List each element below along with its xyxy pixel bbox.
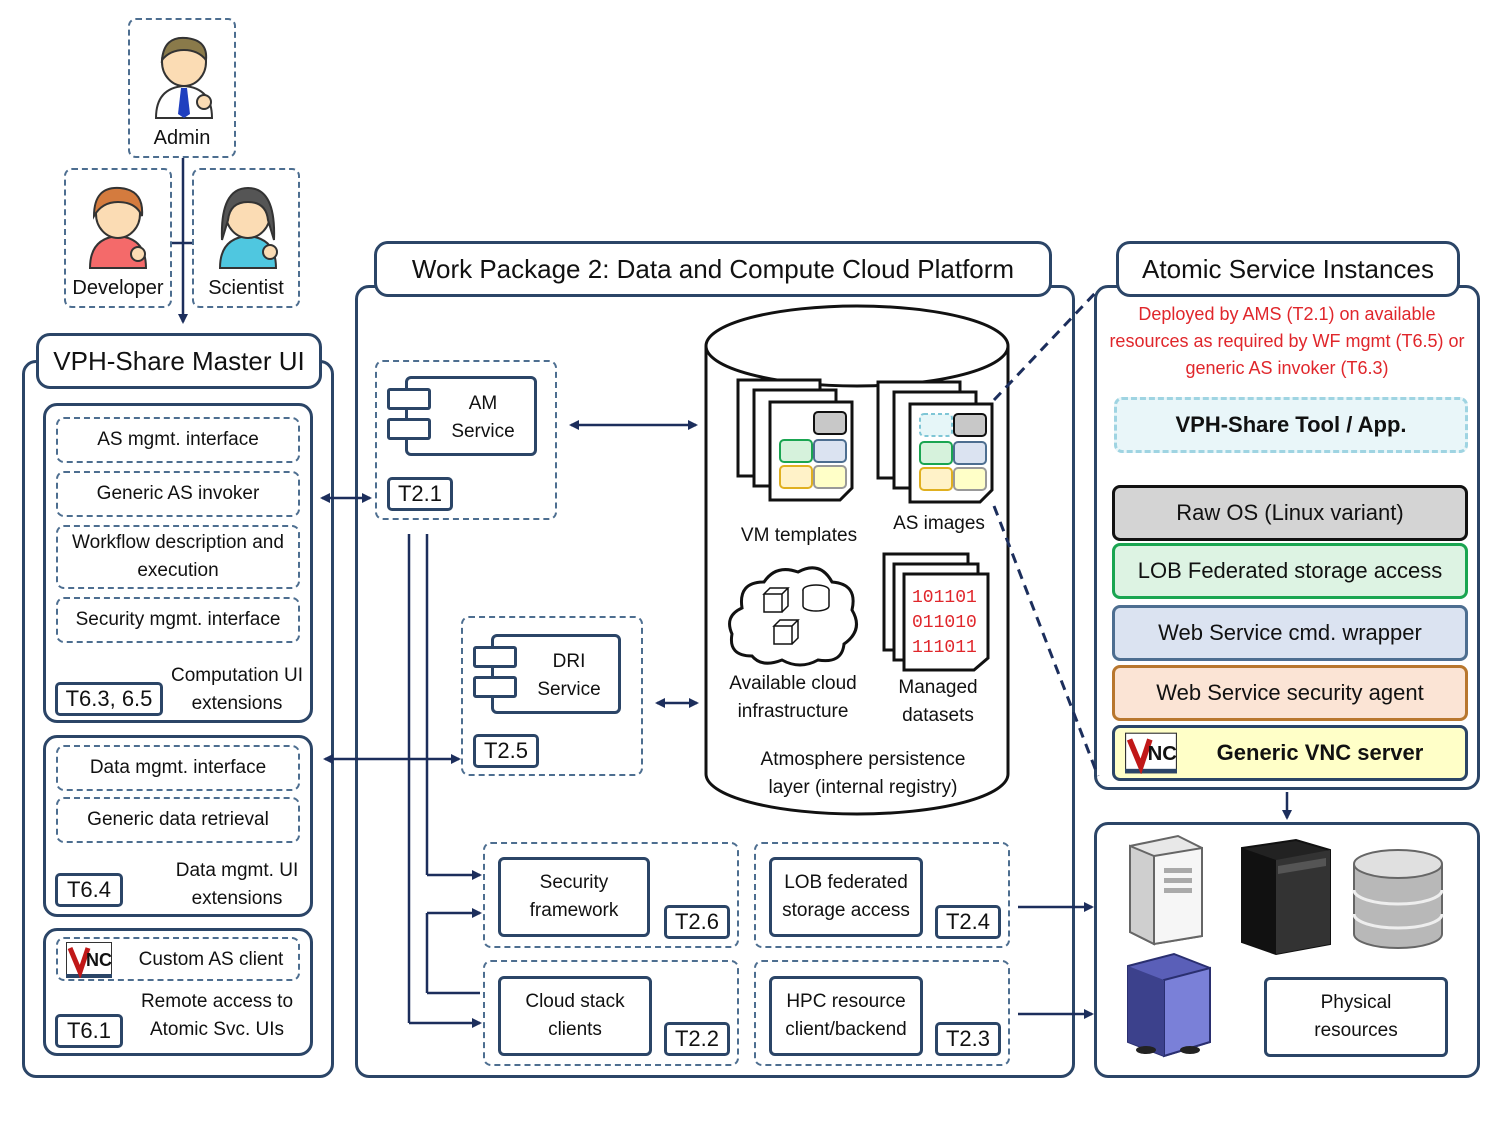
svg-text:NC: NC <box>86 950 112 970</box>
blue-server-icon <box>1127 952 1211 1058</box>
as-images-document-stack-icon <box>876 380 994 504</box>
data-mgmt-interface[interactable]: Data mgmt. interface <box>56 745 300 791</box>
custom-as-client-label: Custom AS client <box>138 949 284 970</box>
binary-line-1: 101101 <box>912 588 977 608</box>
computation-ui-caption: Computation UI extensions <box>170 665 303 714</box>
tag-t25: T2.5 <box>473 734 539 768</box>
tag-t63-65: T6.3, 6.5 <box>55 682 163 716</box>
binary-data: 101101 011010 111011 <box>912 586 988 666</box>
am-component-port-bottom <box>387 418 431 440</box>
svg-text:NC: NC <box>1148 743 1177 765</box>
as-images-label: AS images <box>893 513 985 534</box>
managed-datasets-document-stack-icon <box>882 552 990 672</box>
vnc-logo-icon: NC <box>66 942 112 978</box>
physical-resources-label: Physical resources <box>1264 977 1448 1057</box>
vm-templates-label: VM templates <box>740 525 858 546</box>
scientist-actor: Scientist <box>192 168 300 308</box>
am-component-port-top <box>387 388 431 410</box>
vm-templates-document-stack-icon <box>736 378 854 502</box>
tag-t24: T2.4 <box>935 905 1001 939</box>
admin-person-icon <box>154 36 214 119</box>
cloud-infra-label: Available cloud infrastructure <box>729 673 857 722</box>
security-mgmt-interface[interactable]: Security mgmt. interface <box>56 597 300 643</box>
hpc-resource-client[interactable]: HPC resource client/backend <box>769 976 923 1056</box>
developer-label: Developer <box>72 277 164 299</box>
binary-line-2: 011010 <box>912 613 977 633</box>
asi-title: Atomic Service Instances <box>1116 241 1460 297</box>
layer-ws-security-agent: Web Service security agent <box>1112 665 1468 721</box>
lob-federated-storage[interactable]: LOB federated storage access <box>769 857 923 937</box>
scientist-person-icon <box>218 186 278 269</box>
vph-tool-app[interactable]: VPH-Share Tool / App. <box>1114 397 1468 453</box>
custom-as-client[interactable]: NC Custom AS client <box>56 937 300 981</box>
security-framework[interactable]: Security framework <box>498 857 650 937</box>
wp2-title: Work Package 2: Data and Compute Cloud P… <box>374 241 1052 297</box>
layer-ws-cmd-wrapper: Web Service cmd. wrapper <box>1112 605 1468 661</box>
dri-component-port-top <box>473 646 517 668</box>
generic-as-invoker[interactable]: Generic AS invoker <box>56 471 300 517</box>
generic-data-retrieval[interactable]: Generic data retrieval <box>56 797 300 843</box>
tag-t64: T6.4 <box>55 873 123 907</box>
asi-note: Deployed by AMS (T2.1) on available reso… <box>1109 303 1465 378</box>
master-ui-title: VPH-Share Master UI <box>36 333 322 389</box>
am-service-label: AM Service <box>451 393 515 442</box>
scientist-label: Scientist <box>208 277 284 299</box>
tag-t22: T2.2 <box>664 1022 730 1056</box>
rack-server-icon <box>1241 838 1331 956</box>
layer-raw-os: Raw OS (Linux variant) <box>1112 485 1468 541</box>
data-ui-caption: Data mgmt. UI extensions <box>175 860 299 909</box>
layer-vnc-server: NC Generic VNC server <box>1112 725 1468 781</box>
as-mgmt-interface[interactable]: AS mgmt. interface <box>56 417 300 463</box>
dri-component-port-bottom <box>473 676 517 698</box>
workflow-description[interactable]: Workflow description and execution <box>56 525 300 589</box>
managed-datasets-label: Managed datasets <box>898 677 978 726</box>
server-tower-icon <box>1129 834 1203 946</box>
developer-actor: Developer <box>64 168 172 308</box>
storage-database-icon <box>1352 849 1444 949</box>
dri-service-label: DRI Service <box>537 651 601 700</box>
cloud-stack-clients[interactable]: Cloud stack clients <box>498 976 652 1056</box>
vnc-server-label: Generic VNC server <box>1216 740 1424 765</box>
developer-person-icon <box>88 186 148 269</box>
vnc-server-logo-icon: NC <box>1125 732 1177 774</box>
admin-actor: Admin <box>128 18 236 158</box>
tag-t61: T6.1 <box>55 1014 123 1048</box>
tag-t21: T2.1 <box>387 477 453 511</box>
tag-t26: T2.6 <box>664 905 730 939</box>
persistence-caption: Atmosphere persistence layer (internal r… <box>760 749 966 798</box>
admin-label: Admin <box>153 127 211 149</box>
cloud-infrastructure-cloud-icon <box>728 566 858 667</box>
remote-access-caption: Remote access to Atomic Svc. UIs <box>140 991 294 1040</box>
layer-lob-storage: LOB Federated storage access <box>1112 543 1468 599</box>
tag-t23: T2.3 <box>935 1022 1001 1056</box>
binary-line-3: 111011 <box>912 638 977 658</box>
